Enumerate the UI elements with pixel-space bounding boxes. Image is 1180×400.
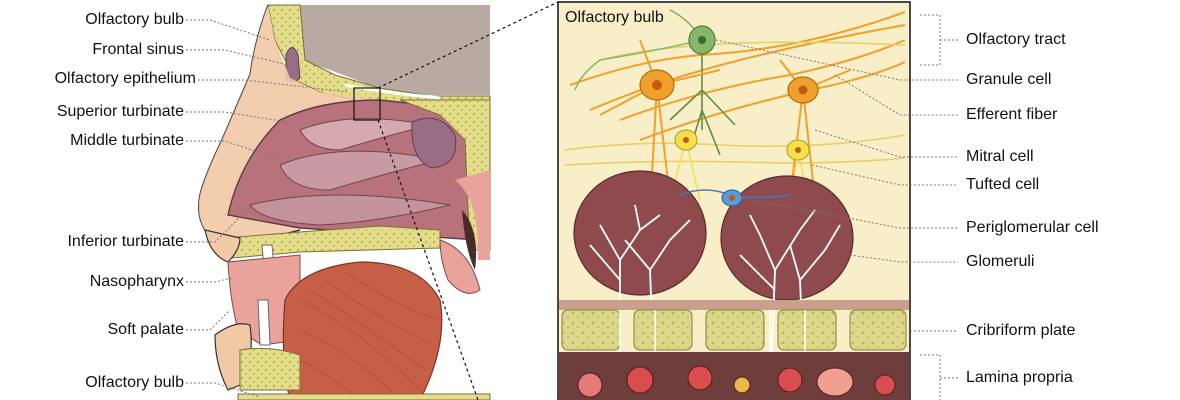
nasopharynx-shadow <box>462 210 477 270</box>
label-efferent-fiber: Efferent fiber <box>966 106 1058 123</box>
granule-cell <box>574 9 736 156</box>
label-glomeruli: Glomeruli <box>966 253 1035 270</box>
label-nasopharynx: Nasopharynx <box>89 273 184 290</box>
label-frontal-sinus: Frontal sinus <box>92 41 184 58</box>
plate-band-top <box>559 300 909 310</box>
inset-title: Olfactory bulb <box>565 9 664 26</box>
sphenoid-sinus <box>411 117 457 169</box>
pharyngeal-wall <box>455 170 490 260</box>
axon-bundles <box>619 310 806 352</box>
label-tufted-cell: Tufted cell <box>966 176 1040 193</box>
right-leaders <box>715 14 958 400</box>
label-olfactory-tract: Olfactory tract <box>966 31 1066 48</box>
tongue <box>282 261 443 400</box>
label-mitral-cell: Mitral cell <box>966 148 1034 165</box>
efferent-fibers <box>564 41 906 166</box>
lower-incisor <box>257 299 271 346</box>
label-middle-turbinate: Middle turbinate <box>70 132 184 149</box>
hard-palate <box>224 225 441 259</box>
jaw-bone <box>239 347 301 391</box>
middle-turbinate <box>279 150 441 191</box>
mitral-cell-left <box>599 39 721 251</box>
cribriform-blocks <box>561 309 907 351</box>
olfactory-strip <box>344 83 441 100</box>
label-lamina-propria: Lamina propria <box>966 369 1073 386</box>
inferior-turbinate <box>249 194 451 226</box>
zoom-box <box>353 87 381 121</box>
left-leaders <box>186 19 349 398</box>
label-periglomerular-cell: Periglomerular cell <box>966 219 1099 236</box>
label-olfactory-epithelium: Olfactory epithelium <box>54 70 196 87</box>
soft-palate-shape <box>439 239 481 294</box>
label-superior-turbinate: Superior turbinate <box>56 103 184 120</box>
label-olfactory-bulb: Olfactory bulb <box>85 11 184 28</box>
mitral-cell-right <box>779 59 851 241</box>
label-cribriform-plate: Cribriform plate <box>966 322 1076 339</box>
glomerulus-left <box>573 170 707 296</box>
brain-region <box>300 5 490 95</box>
superior-turbinate <box>299 118 431 151</box>
glomerular-arbor <box>589 204 841 400</box>
label-olfactory-bulb-lower: Olfactory bulb <box>85 374 184 391</box>
label-inferior-turbinate: Inferior turbinate <box>67 233 184 250</box>
label-soft-palate: Soft palate <box>107 321 185 338</box>
zoom-line-bottom <box>377 119 479 400</box>
bottom-strip <box>237 393 491 400</box>
label-granule-cell: Granule cell <box>966 71 1052 88</box>
lamina-propria <box>559 352 909 400</box>
lamina-glands <box>577 365 896 398</box>
